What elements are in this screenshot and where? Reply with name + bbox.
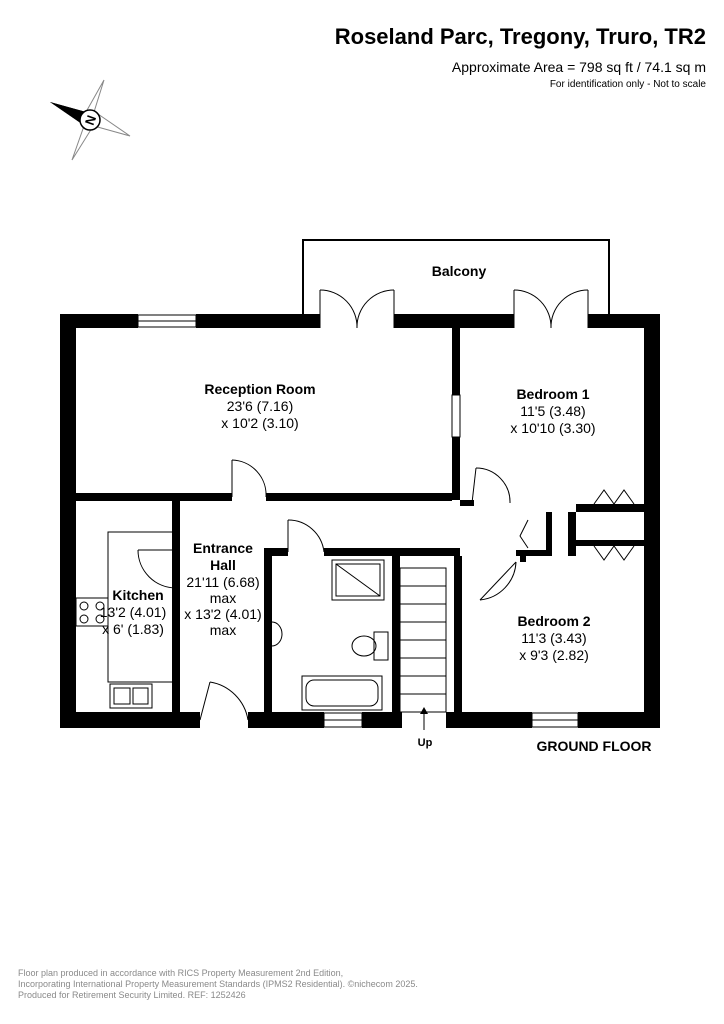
approximate-area: Approximate Area = 798 sq ft / 74.1 sq m — [451, 59, 706, 75]
interior-walls — [76, 328, 644, 712]
svg-text:Bedroom 1: Bedroom 1 — [516, 386, 589, 402]
svg-text:11'3 (3.43): 11'3 (3.43) — [521, 630, 586, 646]
windows — [137, 314, 579, 728]
stairs-arrow-icon — [420, 707, 428, 714]
bathroom-fittings — [271, 559, 389, 711]
svg-text:x 10'10 (3.30): x 10'10 (3.30) — [510, 420, 595, 436]
property-title: Roseland Parc, Tregony, Truro, TR2 — [334, 24, 706, 49]
svg-text:23'6 (7.16): 23'6 (7.16) — [227, 398, 294, 414]
svg-text:Bedroom 2: Bedroom 2 — [517, 613, 590, 629]
identification-note: For identification only - Not to scale — [549, 79, 706, 90]
staircase — [399, 567, 447, 730]
bedroom-1-label: Bedroom 1 11'5 (3.48) x 10'10 (3.30) — [510, 386, 595, 436]
footer-line-1: Floor plan produced in accordance with R… — [18, 968, 344, 978]
svg-text:x 9'3 (2.82): x 9'3 (2.82) — [519, 647, 589, 663]
svg-text:Hall: Hall — [210, 557, 236, 573]
floor-label: GROUND FLOOR — [536, 738, 651, 754]
kitchen-fittings — [75, 531, 172, 709]
svg-text:Entrance: Entrance — [193, 540, 253, 556]
bedroom-2-label: Bedroom 2 11'3 (3.43) x 9'3 (2.82) — [517, 613, 590, 663]
footer-line-3: Produced for Retirement Security Limited… — [18, 990, 246, 1000]
footer-credits: Floor plan produced in accordance with R… — [18, 968, 418, 1001]
stairs-up-label: Up — [418, 737, 433, 749]
svg-text:x 6' (1.83): x 6' (1.83) — [102, 621, 164, 637]
svg-text:x 10'2 (3.10): x 10'2 (3.10) — [221, 415, 298, 431]
svg-text:Kitchen: Kitchen — [112, 587, 163, 603]
svg-text:21'11 (6.68): 21'11 (6.68) — [186, 574, 259, 590]
compass-icon: N — [50, 79, 131, 161]
footer-line-2: Incorporating International Property Mea… — [18, 979, 418, 989]
svg-text:13'2 (4.01): 13'2 (4.01) — [100, 604, 167, 620]
entrance-hall-label: Entrance Hall 21'11 (6.68) max x 13'2 (4… — [184, 540, 261, 638]
svg-text:11'5 (3.48): 11'5 (3.48) — [520, 403, 585, 419]
reception-room-label: Reception Room 23'6 (7.16) x 10'2 (3.10) — [204, 381, 315, 431]
exterior-walls — [60, 314, 660, 728]
balcony-label: Balcony — [432, 263, 487, 279]
kitchen-label: Kitchen 13'2 (4.01) x 6' (1.83) — [100, 587, 167, 637]
svg-text:x 13'2 (4.01): x 13'2 (4.01) — [184, 606, 261, 622]
balcony: Balcony — [302, 239, 610, 314]
svg-text:Reception Room: Reception Room — [204, 381, 315, 397]
svg-text:max: max — [210, 590, 236, 606]
doors — [137, 289, 635, 721]
svg-text:max: max — [210, 622, 236, 638]
